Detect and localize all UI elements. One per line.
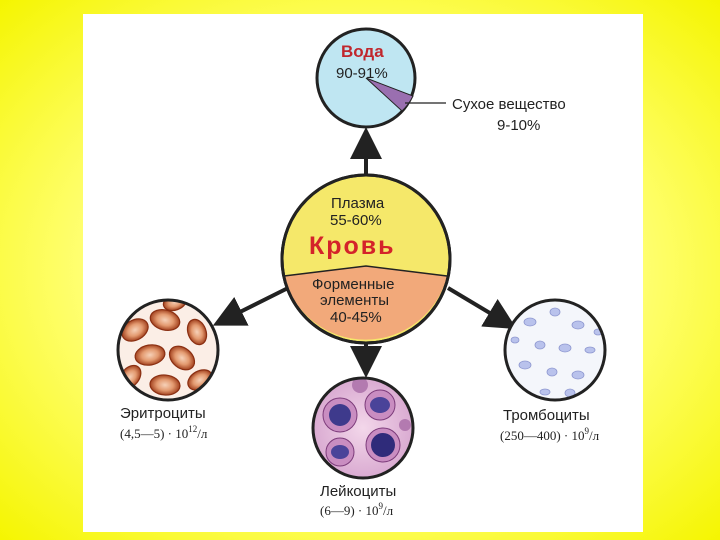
water-percent: 90-91% [336,65,388,82]
formed-line1: Форменные [312,276,394,293]
erythrocytes-count: (4,5—5) · 1012/л [120,424,208,441]
platelets-image [503,298,607,402]
water-label: Вода [341,42,384,61]
leukocytes-label: Лейкоциты [320,483,396,500]
platelets-label: Тромбоциты [503,407,590,424]
formed-line2: элементы [320,292,389,309]
arrow-to-erythrocytes [212,286,289,326]
arrow-to-platelets [446,286,517,330]
leukocytes-image [311,376,415,480]
plasma-percent: 55-60% [330,212,382,229]
erythrocytes-image [116,298,220,402]
dry-matter-slice [365,77,414,112]
platelets-count: (250—400) · 109/л [500,426,600,443]
formed-percent: 40-45% [330,309,382,326]
blood-circle [280,173,452,345]
leukocytes-count: (6—9) · 109/л [320,501,394,518]
formed-elements-segment [284,266,447,340]
dry-matter-label: Сухое вещество [452,96,566,113]
plasma-label: Плазма [331,195,385,212]
erythrocytes-label: Эритроциты [120,405,206,422]
dry-matter-percent: 9-10% [497,117,540,134]
water-pie-chart [315,27,417,129]
blood-label: Кровь [309,232,396,260]
